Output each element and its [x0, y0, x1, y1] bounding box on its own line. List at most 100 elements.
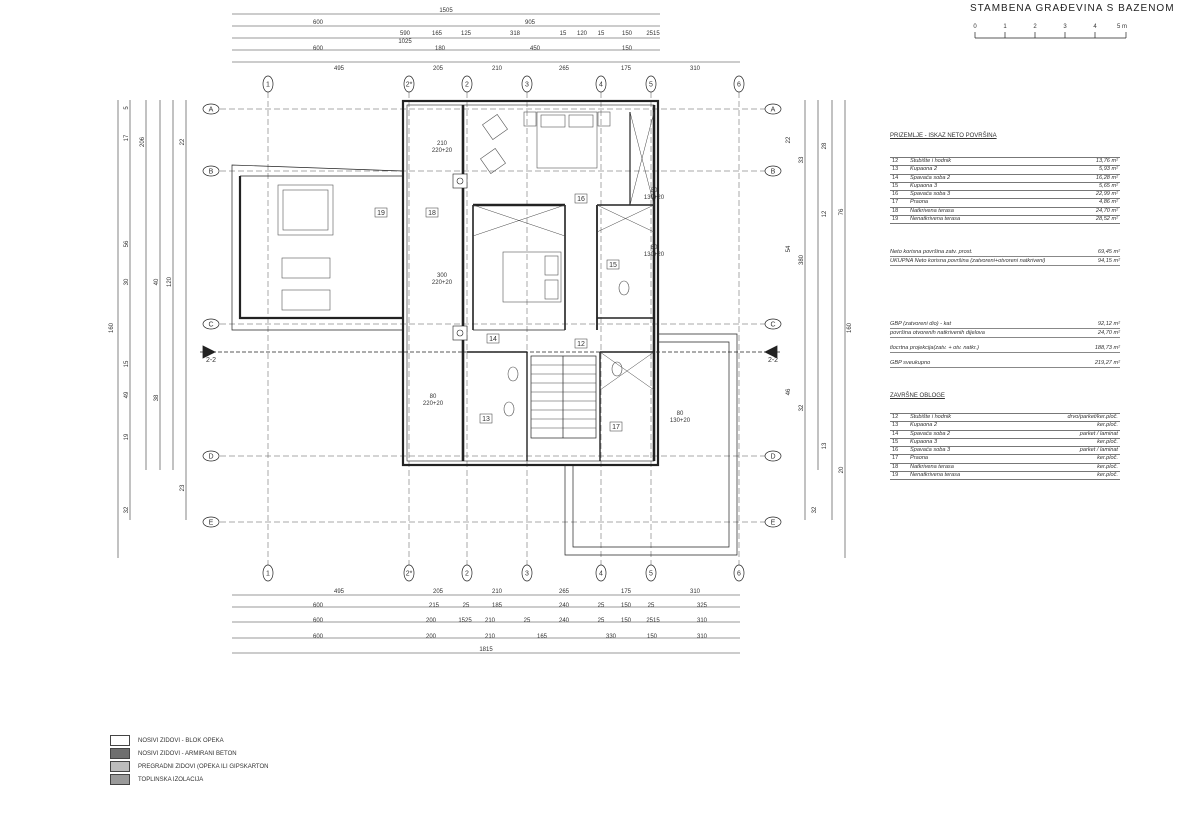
dim-bot-3-3: 210 — [485, 618, 496, 624]
section-marker-right: 2-2 — [768, 357, 778, 364]
net-area-number: 19 — [890, 215, 908, 225]
legend-swatch — [110, 748, 130, 759]
grid-bubble-left-D — [202, 450, 220, 462]
finish-label: Stubište i hodnik — [908, 412, 1014, 423]
net-area-label: Kupaona 2 — [908, 165, 1051, 175]
dim-top-3b: 1025 — [398, 39, 412, 45]
grid-label-bottom-1: 1 — [266, 571, 270, 578]
grid-label-left-E: E — [209, 520, 214, 527]
net-area-heading: PRIZEMLJE - ISKAZ NETO POVRŠINA — [890, 133, 997, 139]
summary-gbp-value: 219,27 m² — [1094, 360, 1120, 366]
grid-label-top-3: 3 — [525, 82, 529, 89]
legend-label: PREGRADNI ZIDOVI (OPEKA ILI GIPSKARTON — [138, 763, 269, 770]
grid-bubble-top-3 — [521, 75, 533, 93]
grid-label-left-C: C — [208, 322, 213, 329]
net-area-value: 5,65 m² — [1051, 181, 1120, 192]
dim-bot-4-2: 210 — [485, 634, 496, 640]
finishes-heading: ZAVRŠNE OBLOGE — [890, 393, 945, 399]
dim-right-10: 13 — [822, 442, 828, 449]
dim-top-3-6: 15 — [598, 31, 605, 37]
dim-right-7: 160 — [847, 322, 853, 333]
grid-label-right-C: C — [770, 322, 775, 329]
dim-bot-4-3: 165 — [537, 634, 548, 640]
dim-bot-3-0: 600 — [313, 618, 324, 624]
dim-bot-2-4: 240 — [559, 603, 570, 609]
dim-left-14: 32 — [124, 506, 130, 513]
net-area-number: 14 — [890, 173, 908, 183]
finish-label: Spavaća soba 2 — [908, 429, 1014, 439]
opening-height-2: 220+20 — [423, 401, 444, 407]
summary-net-row: UKUPNA Neto korisna površina (zatvoreni+… — [890, 257, 1120, 266]
dim-top-3-3: 318 — [510, 31, 521, 37]
grid-label-top-2*: 2* — [406, 82, 413, 89]
room-tag-14 — [486, 333, 500, 344]
net-area-number: 12 — [890, 156, 908, 167]
dim-top-5-3: 265 — [559, 66, 570, 72]
grid-bubble-right-E — [764, 516, 782, 528]
dim-left-9: 15 — [124, 360, 130, 367]
opening-width-1: 300 — [437, 273, 448, 279]
dim-bot-2-6: 150 — [621, 603, 632, 609]
finish-value: ker.ploč. — [1013, 421, 1120, 431]
finish-label: Natkrivena terasa — [908, 462, 1014, 473]
finish-value: parket / laminat — [1013, 446, 1120, 456]
net-area-value: 16,28 m² — [1051, 173, 1120, 183]
grid-bubble-top-5 — [645, 75, 657, 93]
finish-label: Praona — [908, 454, 1014, 464]
grid-bubble-left-C — [202, 318, 220, 330]
dim-top-2a: 600 — [313, 20, 324, 26]
dim-top-5-0: 495 — [334, 66, 345, 72]
opening-width-0: 210 — [437, 141, 448, 147]
finish-number: 17 — [890, 454, 908, 464]
room-tag-16 — [574, 193, 588, 204]
dim-left-7: 120 — [167, 276, 173, 287]
dim-top-5-4: 175 — [621, 66, 632, 72]
grid-bubble-bottom-2* — [403, 564, 415, 582]
legend-swatch — [110, 761, 130, 772]
dim-bot-3-2: 1525 — [458, 618, 472, 624]
dim-left-3: 206 — [140, 136, 146, 147]
dim-right-3: 12 — [822, 210, 828, 217]
grid-label-bottom-3: 3 — [525, 571, 529, 578]
finish-label: Kupaona 3 — [908, 437, 1014, 448]
grid-label-right-D: D — [770, 454, 775, 461]
dim-left-4: 56 — [124, 240, 130, 247]
dim-bot-3-8: 2515 — [646, 618, 660, 624]
dim-top-3-0: 590 — [400, 31, 411, 37]
room-tag-15 — [606, 259, 620, 270]
dim-left-5: 30 — [124, 278, 130, 285]
finish-number: 13 — [890, 421, 908, 431]
room-label-12: 12 — [577, 341, 585, 348]
room-label-17: 17 — [612, 424, 620, 431]
room-tag-12 — [574, 338, 588, 349]
finish-label: Spavaća soba 3 — [908, 446, 1014, 456]
grid-label-top-6: 6 — [737, 82, 741, 89]
dim-bot-3-7: 150 — [621, 618, 632, 624]
dim-right-12: 32 — [812, 506, 818, 513]
dim-bot-2-3: 185 — [492, 603, 503, 609]
grid-bubble-bottom-4 — [595, 564, 607, 582]
dim-top-4-2: 450 — [530, 46, 541, 52]
scale-tick-5: 5 m — [1117, 24, 1127, 30]
grid-label-left-D: D — [208, 454, 213, 461]
scale-tick-2: 2 — [1033, 24, 1037, 30]
dim-bot-2-2: 25 — [463, 603, 470, 609]
dim-right-11: 20 — [839, 466, 845, 473]
finish-value: drvo/parket/ker.ploč. — [1013, 412, 1120, 423]
net-area-label: Kupaona 3 — [908, 181, 1051, 192]
summary-gbp-label: GBP sveukupno — [890, 360, 931, 366]
grid-bubble-right-D — [764, 450, 782, 462]
summary-gbp-label: tlocrtna projekcija(zatv. + otv. natkr.) — [890, 345, 979, 351]
grid-bubble-left-E — [202, 516, 220, 528]
grid-label-right-E: E — [771, 520, 776, 527]
opening-height-3: 130+20 — [644, 195, 665, 201]
dim-right-1: 33 — [799, 156, 805, 163]
